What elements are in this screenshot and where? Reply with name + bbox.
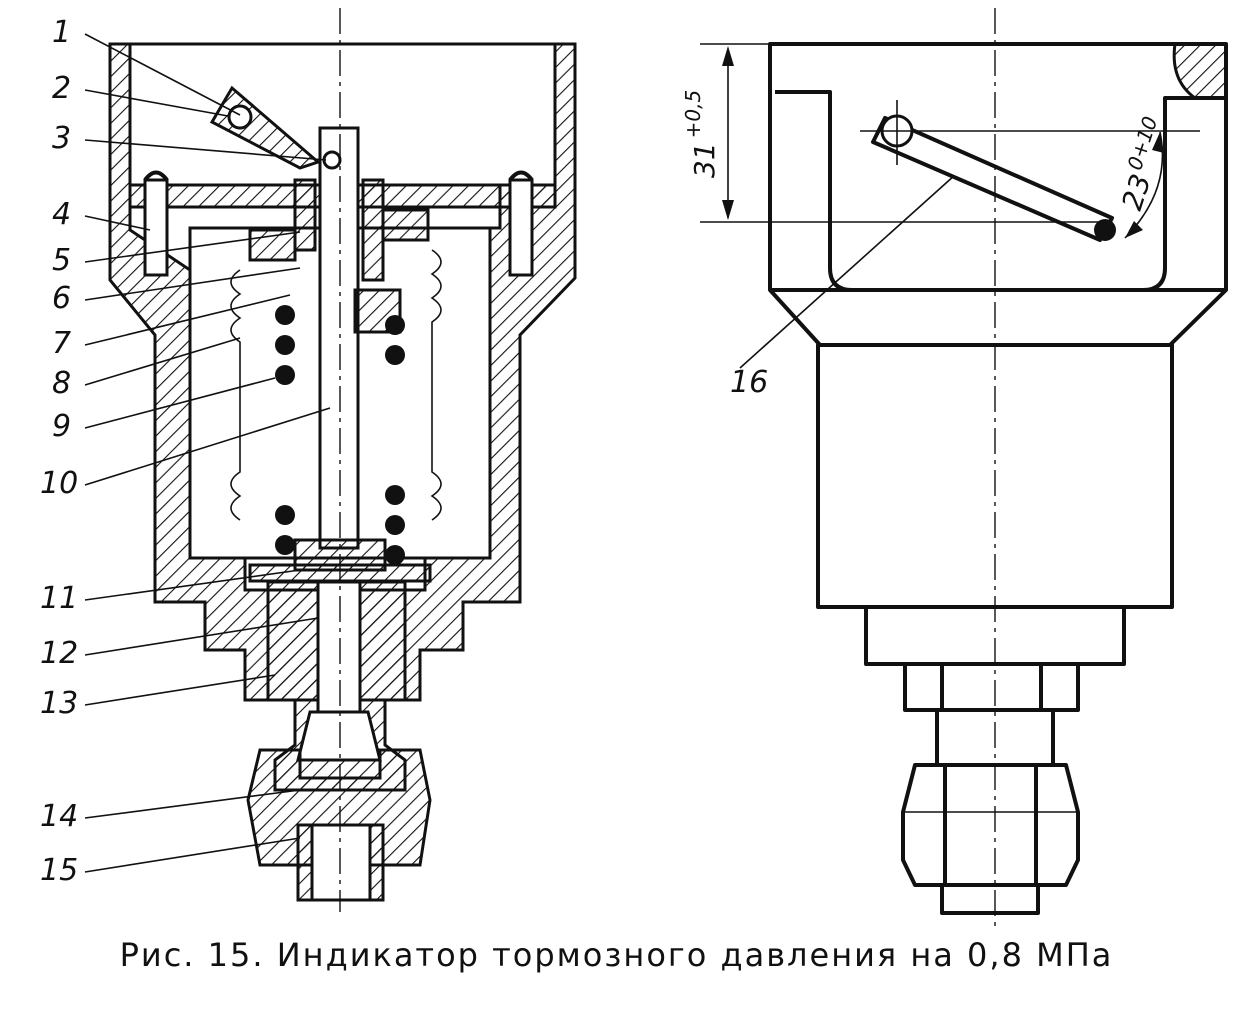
spring [275, 305, 405, 565]
seat-left [248, 228, 297, 262]
indicator-stem [318, 126, 360, 550]
dim-height: 31+0,5 [681, 90, 721, 178]
fitting-cone [296, 710, 382, 762]
right-screw [508, 170, 534, 277]
flag-pivot [227, 104, 253, 130]
seat-right [381, 208, 430, 242]
callout-16: 16 [730, 365, 768, 400]
guide-sleeve-right [361, 178, 385, 282]
callout-14: 14 [40, 799, 78, 834]
callout-15: 15 [40, 853, 78, 888]
flag-lever-outline [871, 116, 1114, 242]
callout-8: 8 [52, 366, 71, 401]
callout-4: 4 [52, 197, 71, 232]
bellows-right [430, 249, 442, 521]
callout-1: 1 [52, 15, 71, 50]
nipple-bore [310, 823, 372, 902]
callout-13: 13 [40, 686, 78, 721]
callout-3: 3 [52, 121, 71, 156]
bellows-left [230, 269, 242, 521]
callout-11: 11 [40, 581, 78, 616]
callout-7: 7 [52, 326, 71, 361]
flag-window [775, 90, 1226, 292]
callout-5: 5 [52, 243, 71, 278]
figure-caption: Рис. 15. Индикатор тормозного давления н… [119, 936, 1114, 974]
stem-pin [322, 150, 342, 170]
leader-lines [84, 33, 956, 873]
hex-nut [903, 662, 1080, 712]
corner-section [1172, 42, 1228, 100]
left-screw [143, 170, 169, 277]
callout-9: 9 [52, 409, 71, 444]
callout-12: 12 [40, 636, 78, 671]
union-nut-ext [901, 763, 1080, 887]
callout-10: 10 [40, 466, 78, 501]
callout-6: 6 [52, 281, 71, 316]
guide-sleeve-left [293, 178, 317, 252]
callout-2: 2 [52, 71, 71, 106]
lever-tip [1094, 219, 1116, 241]
external-view: 31+0,5 230+10 [681, 8, 1228, 930]
callout-labels: 1 2 3 4 5 6 7 8 9 10 11 12 13 14 15 16 [40, 15, 768, 888]
fitting-bore [316, 580, 362, 714]
spring-cup [353, 288, 402, 334]
tail-fitting [940, 883, 1040, 915]
section-view [108, 8, 577, 912]
